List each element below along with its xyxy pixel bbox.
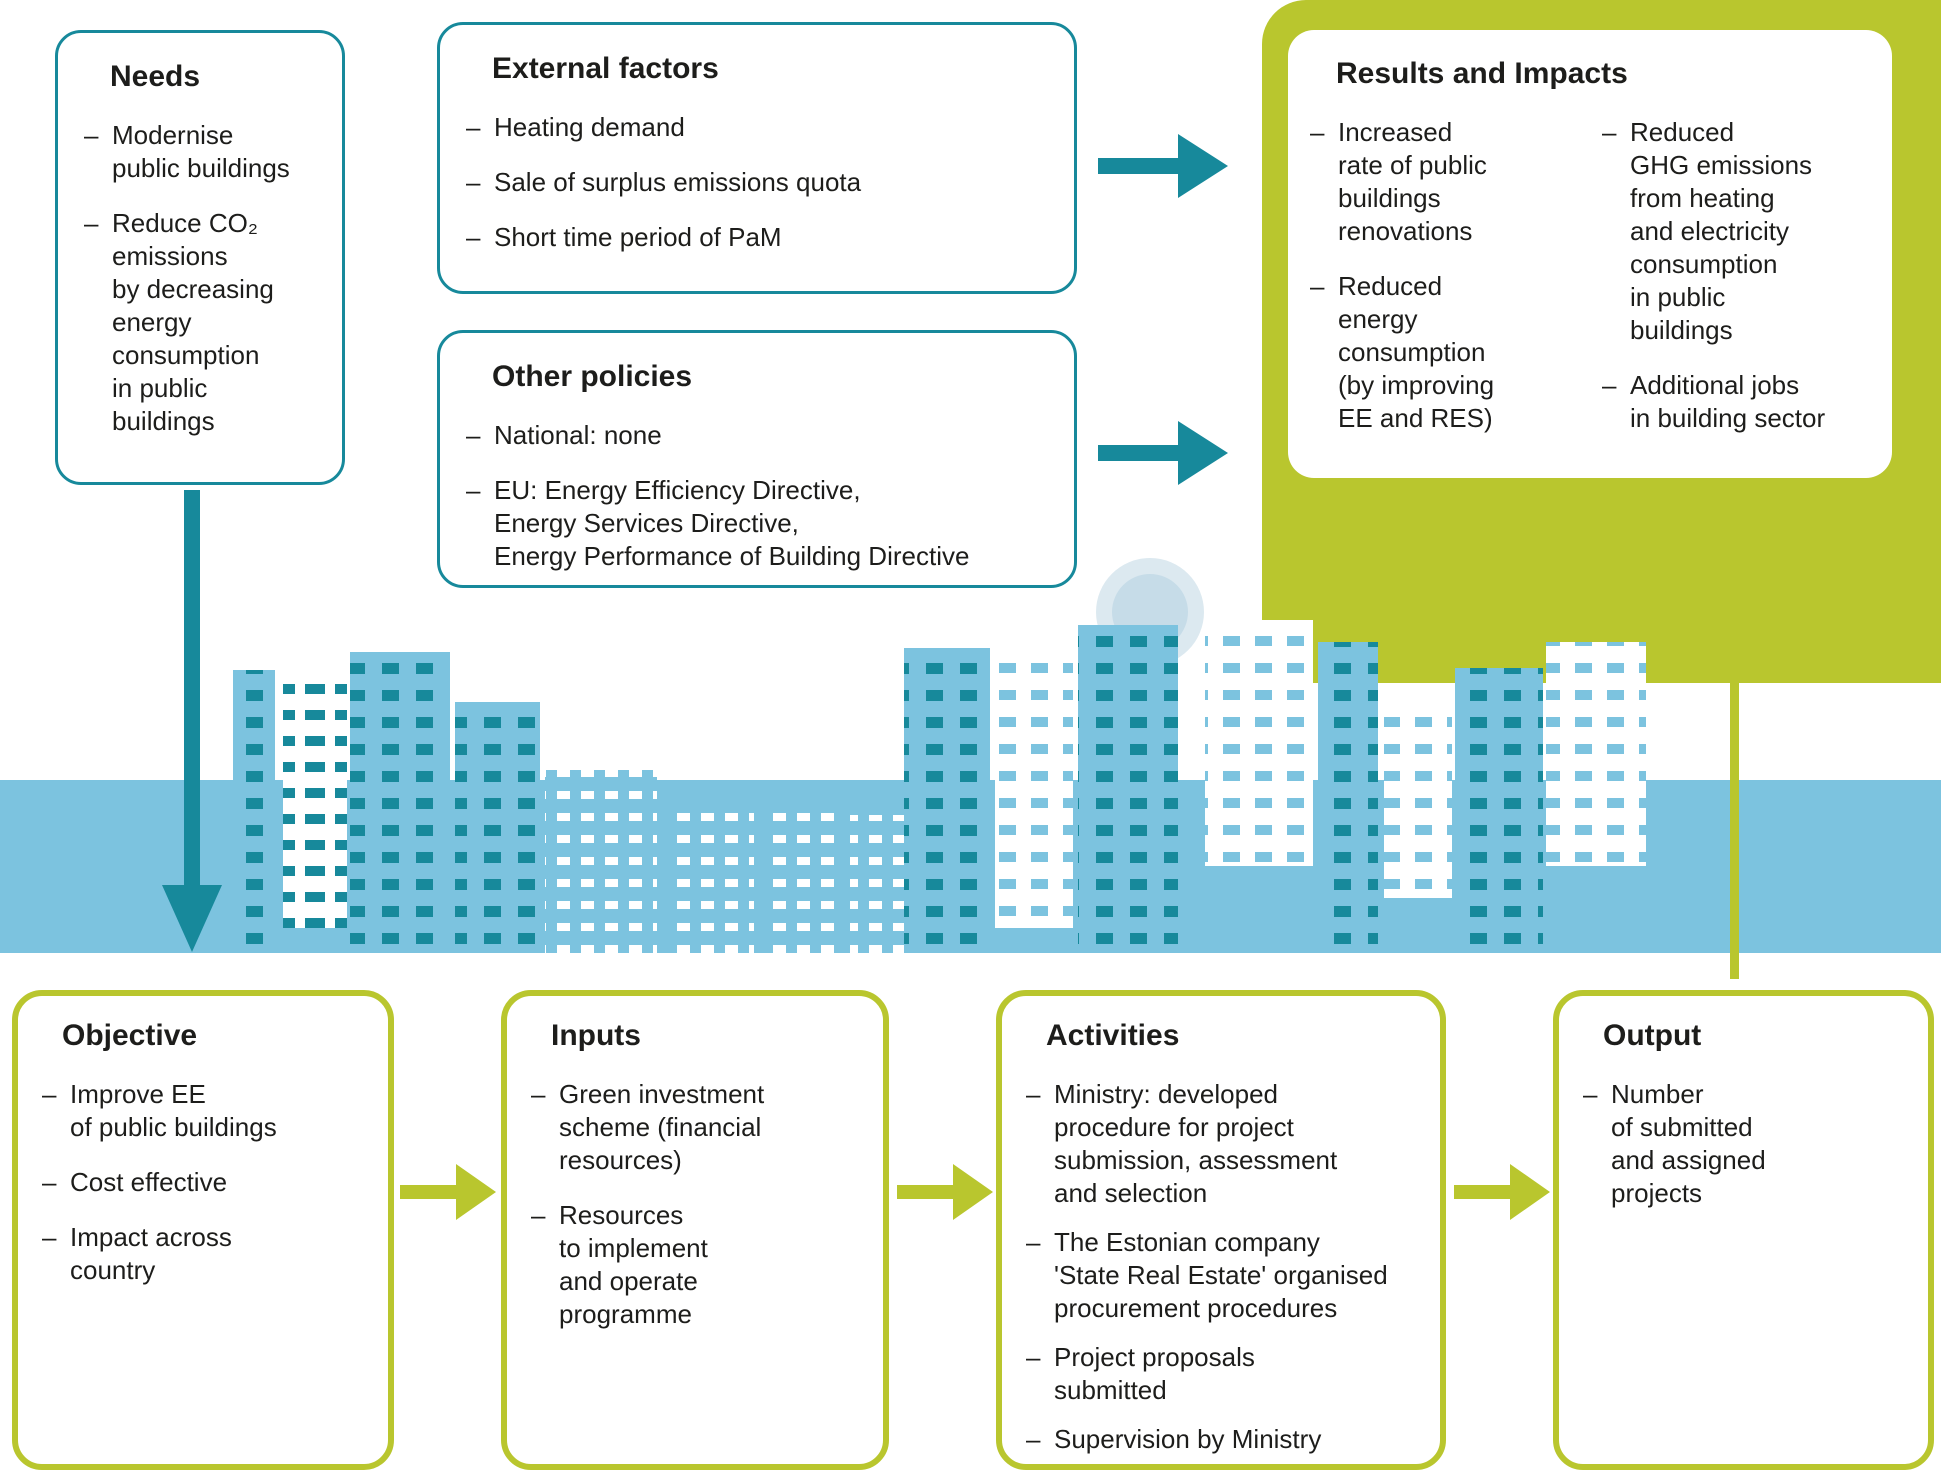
activities-box: Activities – Ministry: developed procedu… — [996, 990, 1446, 1470]
bullet-dash: – — [84, 120, 99, 150]
list-item: – Modernise public buildings — [84, 119, 318, 185]
inputs-title: Inputs — [551, 1019, 641, 1052]
list-item: – Reduced energy consumption (by improvi… — [1310, 270, 1576, 435]
activities-title: Activities — [1046, 1019, 1180, 1052]
external-item-2: Sale of surplus emissions quota — [494, 167, 862, 198]
arrow-external-to-results — [1098, 134, 1228, 198]
list-item: – Green investment scheme (financial res… — [531, 1078, 865, 1177]
objective-item-2: Cost effective — [70, 1167, 228, 1198]
objective-box: Objective – Improve EE of public buildin… — [12, 990, 394, 1470]
list-item: – Increased rate of public buildings ren… — [1310, 116, 1576, 248]
results-box: Results and Impacts – Increased rate of … — [1288, 30, 1892, 478]
bullet-dash: – — [42, 1222, 57, 1253]
bullet-dash: – — [531, 1200, 546, 1231]
list-item: – Heating demand — [466, 111, 1050, 144]
arrow-needs-to-objective — [162, 490, 222, 952]
arrow-policies-to-results — [1098, 421, 1228, 485]
results-item-1: Increased rate of public buildings renov… — [1338, 117, 1487, 247]
output-box: Output – Number of submitted and assigne… — [1553, 990, 1934, 1470]
list-item: – Resources to implement and operate pro… — [531, 1199, 865, 1331]
list-item: – Number of submitted and assigned proje… — [1583, 1078, 1910, 1210]
external-item-3: Short time period of PaM — [494, 222, 782, 253]
bullet-dash: – — [42, 1079, 57, 1109]
external-item-1: Heating demand — [494, 112, 685, 142]
bullet-dash: – — [531, 1079, 546, 1109]
bullet-dash: – — [1602, 370, 1617, 401]
list-item: – Improve EE of public buildings — [42, 1078, 370, 1144]
list-item: – Reduced GHG emissions from heating and… — [1602, 116, 1868, 347]
other-policies-item-2: EU: Energy Efficiency Directive, Energy … — [494, 475, 970, 572]
output-item-1: Number of submitted and assigned project… — [1611, 1079, 1766, 1209]
bullet-dash: – — [466, 420, 481, 450]
arrow-activities-to-output — [1454, 1164, 1550, 1220]
output-title: Output — [1603, 1019, 1702, 1052]
bullet-dash: – — [1026, 1342, 1041, 1373]
objective-item-3: Impact across country — [70, 1222, 232, 1286]
bullet-dash: – — [1602, 117, 1617, 147]
inputs-item-2: Resources to implement and operate progr… — [559, 1200, 708, 1330]
list-item: – Reduce CO₂ emissions by decreasing ene… — [84, 207, 318, 438]
needs-item-2: Reduce CO₂ emissions by decreasing energ… — [112, 208, 274, 437]
results-item-2: Reduced energy consumption (by improving… — [1338, 271, 1495, 434]
list-item: – Supervision by Ministry — [1026, 1423, 1422, 1456]
bullet-dash: – — [466, 112, 481, 142]
bullet-dash: – — [1026, 1424, 1041, 1455]
activities-item-1: Ministry: developed procedure for projec… — [1054, 1079, 1338, 1209]
list-item: – Sale of surplus emissions quota — [466, 166, 1050, 199]
objective-title: Objective — [62, 1019, 198, 1052]
list-item: – EU: Energy Efficiency Directive, Energ… — [466, 474, 1050, 573]
inputs-item-1: Green investment scheme (financial resou… — [559, 1079, 765, 1176]
inputs-box: Inputs – Green investment scheme (financ… — [501, 990, 889, 1470]
needs-title: Needs — [110, 60, 201, 93]
list-item: – Ministry: developed procedure for proj… — [1026, 1078, 1422, 1210]
results-title: Results and Impacts — [1336, 57, 1628, 90]
list-item: – National: none — [466, 419, 1050, 452]
bullet-dash: – — [1026, 1227, 1041, 1258]
arrow-inputs-to-activities — [897, 1164, 993, 1220]
arrow-objective-to-inputs — [400, 1164, 496, 1220]
external-factors-box: External factors – Heating demand – Sale… — [437, 22, 1077, 294]
bullet-dash: – — [1310, 271, 1325, 302]
list-item: – Short time period of PaM — [466, 221, 1050, 254]
bullet-dash: – — [42, 1167, 57, 1198]
results-column-2: – Reduced GHG emissions from heating and… — [1602, 116, 1868, 457]
results-item-4: Additional jobs in building sector — [1630, 370, 1826, 434]
other-policies-box: Other policies – National: none – EU: En… — [437, 330, 1077, 588]
list-item: – Impact across country — [42, 1221, 370, 1287]
ground-band — [0, 780, 1941, 953]
activities-item-4: Supervision by Ministry — [1054, 1424, 1322, 1455]
bullet-dash: – — [466, 222, 481, 253]
bullet-dash: – — [1310, 117, 1325, 147]
bullet-dash: – — [1026, 1079, 1041, 1109]
bullet-dash: – — [84, 208, 99, 239]
needs-item-1: Modernise public buildings — [112, 120, 290, 184]
results-item-3: Reduced GHG emissions from heating and e… — [1630, 117, 1813, 346]
bullet-dash: – — [466, 475, 481, 506]
other-policies-item-1: National: none — [494, 420, 662, 450]
results-column-1: – Increased rate of public buildings ren… — [1310, 116, 1576, 457]
other-policies-title: Other policies — [492, 360, 693, 393]
bullet-dash: – — [466, 167, 481, 198]
sun-glow — [1096, 558, 1204, 666]
activities-item-3: Project proposals submitted — [1054, 1342, 1255, 1406]
external-factors-title: External factors — [492, 52, 719, 85]
objective-item-1: Improve EE of public buildings — [70, 1079, 277, 1143]
results-to-output-connector — [1730, 683, 1739, 979]
list-item: – Additional jobs in building sector — [1602, 369, 1868, 435]
list-item: – Project proposals submitted — [1026, 1341, 1422, 1407]
bullet-dash: – — [1583, 1079, 1598, 1109]
needs-box: Needs – Modernise public buildings – Red… — [55, 30, 345, 485]
activities-item-2: The Estonian company 'State Real Estate'… — [1054, 1227, 1388, 1324]
list-item: – The Estonian company 'State Real Estat… — [1026, 1226, 1422, 1325]
list-item: – Cost effective — [42, 1166, 370, 1199]
